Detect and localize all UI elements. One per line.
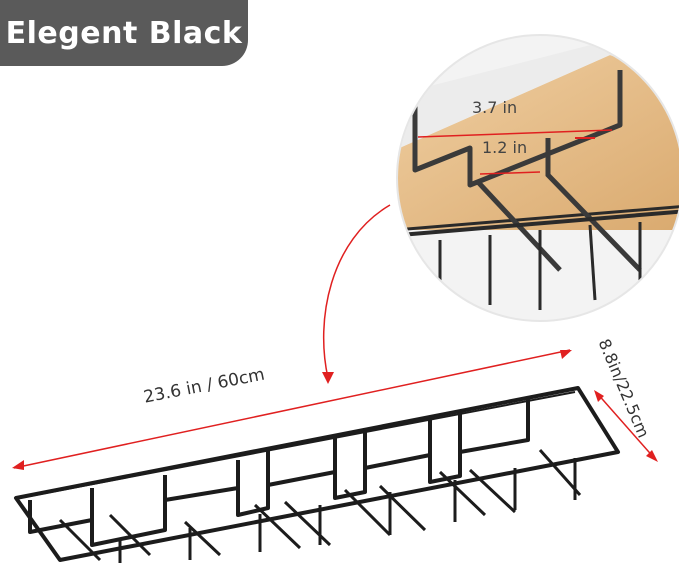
length-arrow [12,349,572,470]
color-badge-label: Elegent Black [5,15,243,51]
outer-width-label: 3.7 in [472,98,518,117]
zoom-pointer-arrow [322,204,391,379]
depth-arrow [594,390,658,462]
hanger-wire-detail [412,40,623,188]
wine-glass-rack [14,386,620,563]
color-badge: Elegent Black [0,0,248,66]
zoom-detail-circle [396,34,679,322]
inner-gap-label: 1.2 in [482,138,528,157]
